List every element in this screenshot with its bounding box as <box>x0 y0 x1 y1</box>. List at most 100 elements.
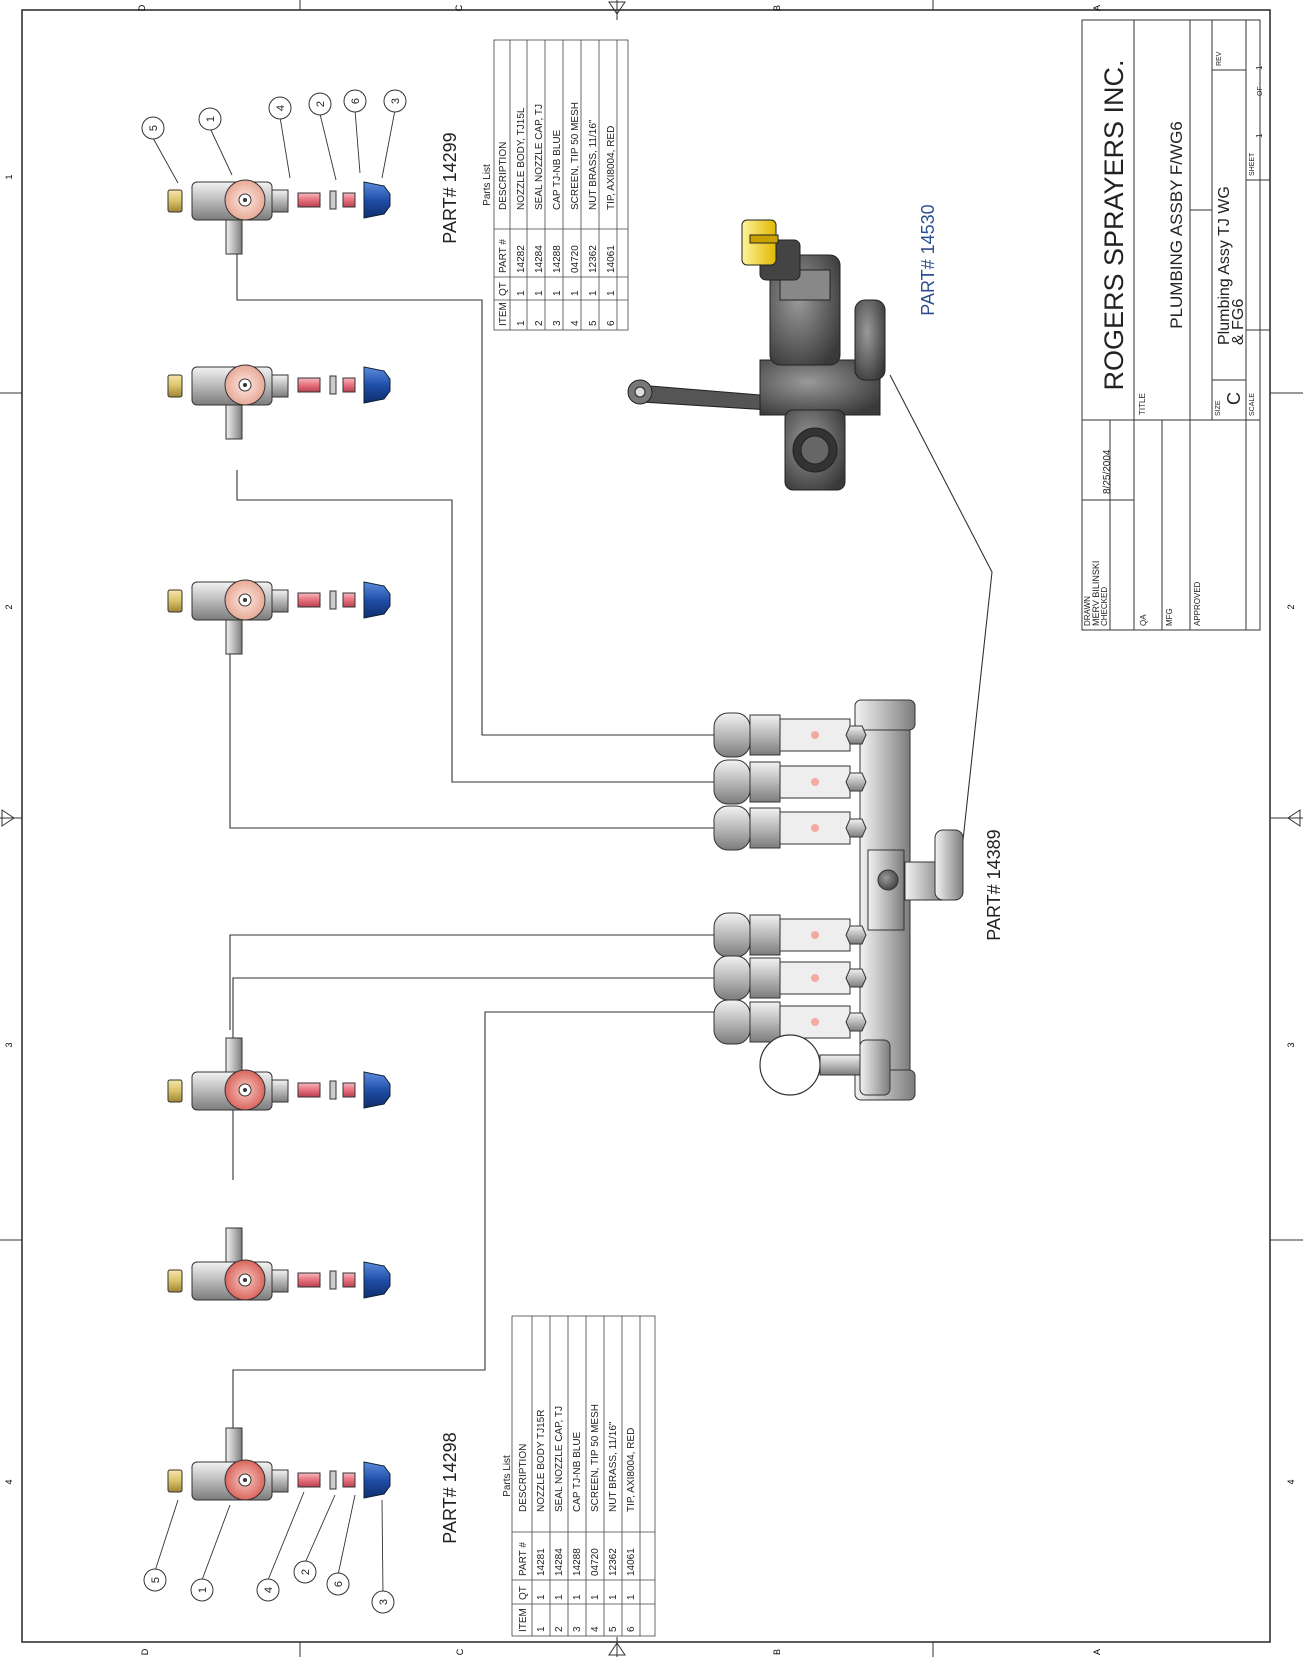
parts-list-cell: 14061 <box>606 245 617 273</box>
parts-list-cell: TIP, AXI8004, RED <box>626 1428 637 1512</box>
qa-label: QA <box>1139 614 1148 626</box>
turret-hub-dot <box>243 1278 247 1282</box>
parts-list-top <box>493 39 629 331</box>
zone-number: 2 <box>4 604 14 609</box>
drawn-label: DRAWN <box>1083 596 1092 626</box>
parts-list-cell: 04720 <box>590 1548 601 1576</box>
balloon-number: 6 <box>333 1581 345 1587</box>
part-label-14298: PART# 14298 <box>440 1432 460 1543</box>
cap-thread <box>271 1079 289 1103</box>
parts-list-cell: 14282 <box>516 245 527 273</box>
parts-list-cell: 1 <box>608 1594 619 1600</box>
brass-nut <box>167 189 183 213</box>
manifold-valve <box>713 759 867 805</box>
nozzle-barb <box>225 1427 243 1463</box>
parts-list-cell: 1 <box>588 290 599 296</box>
balloon-number: 4 <box>275 105 287 111</box>
parts-list-cell: 1 <box>590 1594 601 1600</box>
parts-list-caption: Parts List <box>502 1455 513 1497</box>
parts-list-header: PART # <box>498 239 509 273</box>
nozzle-barb <box>225 619 243 655</box>
parts-list-cell: TIP, AXI8004, RED <box>606 126 617 210</box>
balloon <box>326 1572 350 1596</box>
part-label-14389: PART# 14389 <box>984 829 1004 940</box>
nozzle-barb <box>225 1227 243 1263</box>
manifold-valve <box>713 955 867 1001</box>
parts-list-header: ITEM <box>518 1608 529 1632</box>
zone-letter: C <box>455 1648 465 1655</box>
balloon <box>190 1578 214 1602</box>
cap-thread <box>271 589 289 613</box>
parts-list-header: ITEM <box>498 302 509 326</box>
parts-list-cell: 2 <box>554 1626 565 1632</box>
dwg-name-line1: Plumbing Assy TJ WG <box>1216 186 1233 345</box>
parts-list-cell: NOZZLE BODY, TJ15L <box>516 107 527 210</box>
balloon-number: 2 <box>300 1569 312 1575</box>
screen <box>297 192 321 208</box>
parts-list-header: DESCRIPTION <box>518 1444 529 1512</box>
nozzle-barb <box>225 404 243 440</box>
turret-hub-dot <box>243 383 247 387</box>
balloon-number: 2 <box>315 101 327 107</box>
parts-list-header: DESCRIPTION <box>498 142 509 210</box>
parts-list-cell: 1 <box>626 1594 637 1600</box>
nozzle-assembly <box>167 364 391 440</box>
tip <box>342 377 356 393</box>
parts-list-cell: 1 <box>536 1626 547 1632</box>
balloon <box>256 1578 280 1602</box>
parts-list-header: PART # <box>518 1542 529 1576</box>
company-name: ROGERS SPRAYERS INC. <box>1099 59 1129 390</box>
parts-list-cell: 3 <box>572 1626 583 1632</box>
parts-list-cell: 14281 <box>536 1548 547 1576</box>
blue-cap <box>363 181 391 219</box>
turret-hub-dot <box>243 198 247 202</box>
manifold-valve <box>713 912 867 958</box>
parts-list-cell: 4 <box>590 1626 601 1632</box>
parts-list-cell: 5 <box>588 320 599 326</box>
balloons <box>152 109 396 1596</box>
brass-nut <box>167 1269 183 1293</box>
parts-list-cell: 1 <box>534 290 545 296</box>
zone-number: 4 <box>1286 1479 1296 1484</box>
size-value: C <box>1224 392 1244 405</box>
cap-thread <box>271 1269 289 1293</box>
rev-label: REV <box>1216 51 1223 66</box>
parts-list-cell: 1 <box>552 290 563 296</box>
drawing-title: PLUMBING ASSBY F/WG6 <box>1167 121 1186 329</box>
parts-list-cell: 12362 <box>588 245 599 273</box>
balloon <box>371 1590 395 1614</box>
parts-list-cell: NUT BRASS, 11/16" <box>608 1421 619 1512</box>
brass-nut <box>167 374 183 398</box>
zone-number: 3 <box>1286 1042 1296 1047</box>
parts-list-cell: NOZZLE BODY TJ15R <box>536 1410 547 1512</box>
turret-hub-dot <box>243 598 247 602</box>
nozzle-barb <box>225 219 243 255</box>
parts-list-cell: SCREEN, TIP 50 MESH <box>590 1404 601 1512</box>
blue-cap <box>363 1461 391 1499</box>
zone-letter: D <box>137 4 147 11</box>
scale-label: SCALE <box>1249 393 1256 416</box>
nozzle-assembly <box>167 579 391 655</box>
tip <box>342 1472 356 1488</box>
parts-list-cell: 14284 <box>534 245 545 273</box>
tip <box>342 592 356 608</box>
nozzle-assembly <box>167 1427 391 1501</box>
seal <box>329 1470 337 1490</box>
parts-list-cell: 1 <box>516 320 527 326</box>
approved-label: APPROVED <box>1193 581 1202 626</box>
seal <box>329 190 337 210</box>
of-label: OF <box>1257 86 1264 96</box>
parts-list-cell: SEAL NOZZLE CAP, TJ <box>534 104 545 210</box>
zone-letter: B <box>772 5 782 11</box>
parts-list-header: QT <box>498 282 509 296</box>
balloon-number: 6 <box>350 98 362 104</box>
parts-list-cell: 12362 <box>608 1548 619 1576</box>
screen <box>297 1082 321 1098</box>
screen <box>297 377 321 393</box>
tip <box>342 1082 356 1098</box>
title-label: TITLE <box>1138 393 1147 415</box>
sheet-label: SHEET <box>1249 152 1256 176</box>
zone-letter: A <box>1092 5 1102 11</box>
manifold-valve <box>713 805 867 851</box>
